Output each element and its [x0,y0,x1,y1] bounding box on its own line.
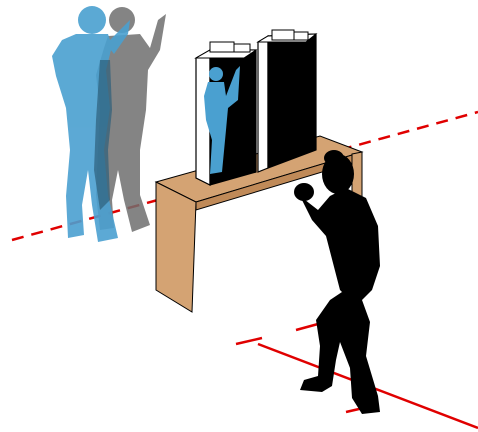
mirror-panel-left [196,42,256,185]
mirror-panel-right [258,30,316,172]
ghost-figure-group [52,6,166,242]
